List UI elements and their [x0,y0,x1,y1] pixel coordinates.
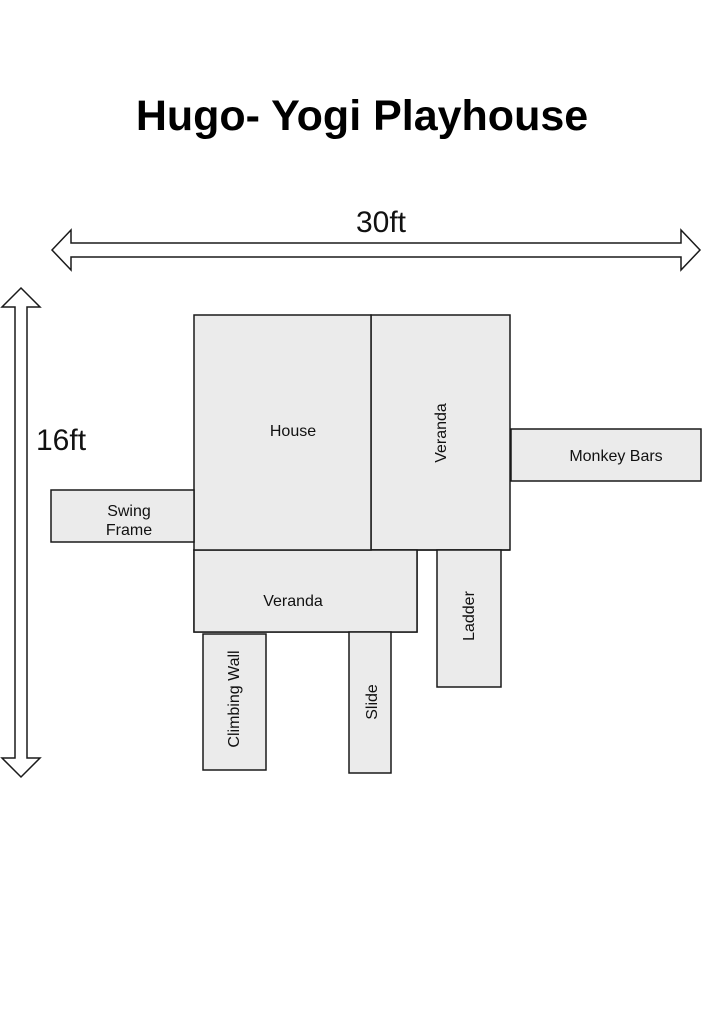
veranda-right-label: Veranda [433,403,450,463]
width-dimension-arrow [50,228,702,272]
house-block [193,314,372,551]
veranda-bottom-fill [193,549,418,633]
width-dimension-label: 30ft [356,206,407,239]
swing-frame-block [50,489,195,543]
swing-frame-label-line1: Swing [107,503,151,520]
climbing-wall-block [202,633,267,771]
swing-frame-label-line2: Frame [106,522,152,539]
slide-label: Slide [364,684,381,720]
monkey-bars-label: Monkey Bars [569,448,662,465]
slide-block [348,631,392,774]
ladder-label: Ladder [461,590,478,640]
height-dimension-arrow [0,286,42,779]
climbing-wall-label: Climbing Wall [226,650,243,747]
height-dimension-label: 16ft [36,424,87,457]
house-label: House [270,423,316,440]
veranda-right-block [370,314,511,551]
page-title: Hugo- Yogi Playhouse [135,92,589,140]
ladder-block [436,549,502,688]
veranda-bottom-label: Veranda [263,593,323,610]
monkey-bars-block [510,428,702,482]
